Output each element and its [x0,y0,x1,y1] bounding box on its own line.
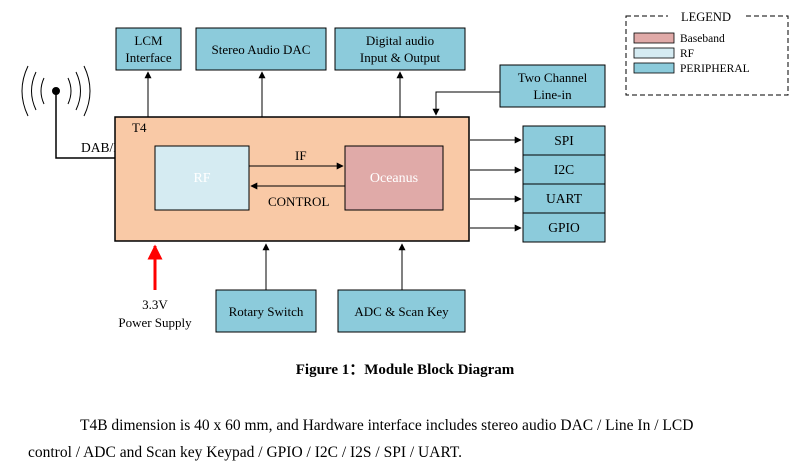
gpio-label: GPIO [548,220,580,235]
rf-label: RF [193,171,210,186]
oceanus-block: Oceanus [344,145,444,211]
legend-item-peripheral: PERIPHERAL [633,62,750,75]
legend: LEGEND Baseband RF PERIPHERAL [625,8,789,96]
rotary-label: Rotary Switch [229,304,304,319]
power-label-line1: 3.3V [142,297,168,312]
right-connectors [470,136,522,232]
module-label: T4 [132,120,147,135]
if-label: IF [295,148,307,163]
lcm-label-line1: LCM [134,33,163,48]
adc-label: ADC & Scan Key [354,304,449,319]
lcm-label-line2: Interface [125,50,171,65]
digital-label-line1: Digital audio [366,33,434,48]
top-connectors [144,71,500,117]
lcm-interface-block: LCM Interface [115,27,182,71]
figure-caption: Figure 1：Module Block Diagram [295,362,515,378]
power-label-line2: Power Supply [118,315,192,330]
uart-block: UART [522,183,606,214]
digital-label-line2: Input & Output [360,50,441,65]
description-paragraph: T4B dimension is 40 x 60 mm, and Hardwar… [28,412,808,466]
module-block-diagram: DAB/FM LCM Interface Stereo Audio DAC Di… [21,8,789,333]
stereo-audio-dac-block: Stereo Audio DAC [195,27,327,71]
oceanus-label: Oceanus [370,171,418,186]
adc-scan-key-block: ADC & Scan Key [337,289,466,333]
i2c-label: I2C [554,162,574,177]
rotary-switch-block: Rotary Switch [215,289,317,333]
legend-label-rf: RF [680,48,694,60]
control-label: CONTROL [268,194,329,209]
digital-audio-block: Digital audio Input & Output [334,27,466,71]
gpio-block: GPIO [522,212,606,243]
legend-item-baseband: Baseband [633,32,725,45]
legend-label-peripheral: PERIPHERAL [680,63,750,75]
uart-label: UART [546,191,583,206]
legend-title: LEGEND [681,10,731,24]
line-in-label-line1: Two Channel [518,70,588,85]
dac-label: Stereo Audio DAC [212,42,311,57]
legend-label-baseband: Baseband [680,33,725,45]
line-in-label-line2: Line-in [533,87,572,102]
spi-label: SPI [554,133,574,148]
paragraph-line1: T4B dimension is 40 x 60 mm, and Hardwar… [80,417,694,434]
internal-connectors [249,162,345,190]
legend-item-rf: RF [633,47,694,60]
rf-block: RF [154,145,250,211]
spi-block: SPI [522,125,606,156]
i2c-block: I2C [522,154,606,185]
paragraph-line2: control / ADC and Scan key Keypad / GPIO… [28,444,463,461]
bottom-connectors [262,243,406,290]
line-in-block: Two Channel Line-in [499,64,606,108]
